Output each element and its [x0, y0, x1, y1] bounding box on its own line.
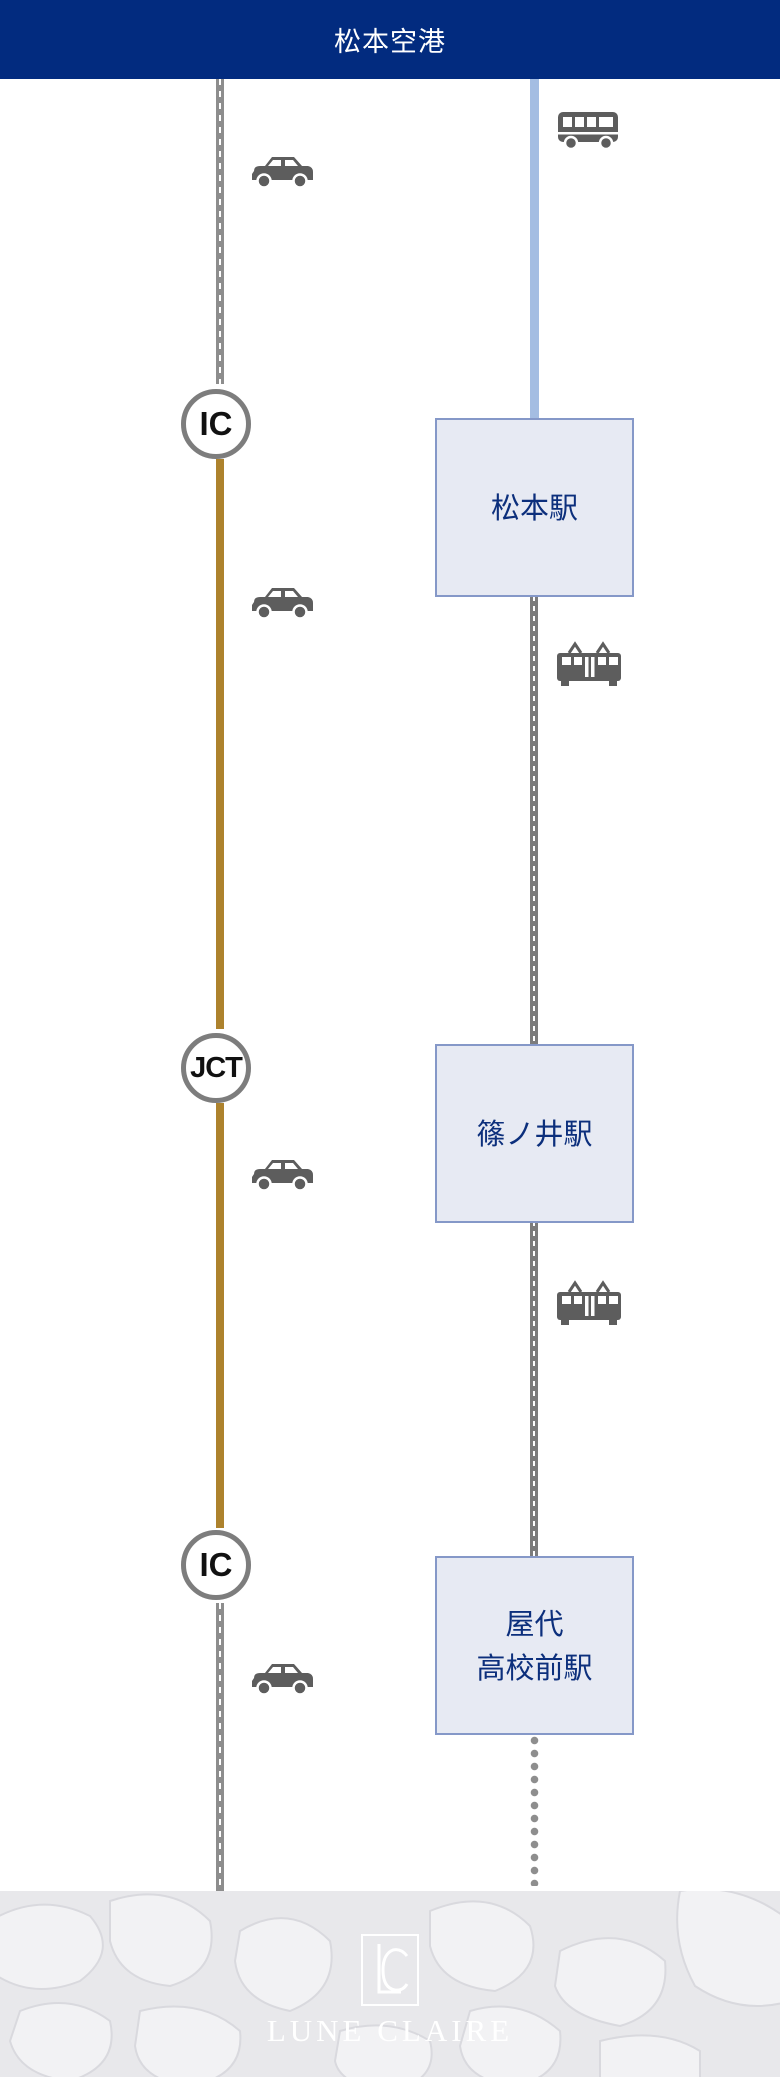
origin-title: 松本空港: [334, 27, 446, 58]
station-name-line: 屋代: [505, 1606, 564, 1641]
bus-icon: [558, 112, 618, 151]
car-icon: [252, 1160, 313, 1192]
header-bar: 松本空港: [0, 0, 780, 79]
car-icon: [252, 588, 313, 620]
ic-node: IC: [181, 1530, 251, 1600]
continuation-dots: [530, 1736, 539, 1886]
station-name: 篠ノ井駅: [476, 1116, 593, 1151]
tram-icon: [557, 1280, 621, 1325]
node-label: IC: [199, 405, 233, 442]
water-pattern-background: [0, 1891, 780, 2077]
car-icon: [252, 1664, 313, 1696]
local-road-segment: [216, 1603, 224, 1891]
brand-logo-mark: [361, 1934, 419, 2006]
jct-node: JCT: [181, 1033, 251, 1103]
car-icon: [252, 157, 313, 189]
expressway-segment: [216, 1103, 224, 1528]
station-box: 篠ノ井駅: [435, 1044, 634, 1223]
station-box: 屋代 高校前駅: [435, 1556, 634, 1735]
expressway-segment: [216, 459, 224, 1029]
bus-route-line: [530, 79, 539, 418]
footer-banner: LUNE CLAIRE: [0, 1891, 780, 2077]
brand-name: LUNE CLAIRE: [266, 2013, 514, 2048]
node-label: IC: [199, 1546, 233, 1583]
station-name: 松本駅: [490, 490, 578, 525]
rail-line-segment: [530, 1221, 538, 1556]
tram-icon: [557, 641, 621, 686]
rail-line-segment: [530, 596, 538, 1044]
station-name-line: 高校前駅: [476, 1650, 593, 1685]
node-label: JCT: [190, 1051, 243, 1084]
local-road-segment: [216, 79, 224, 384]
ic-node: IC: [181, 389, 251, 459]
station-box: 松本駅: [435, 418, 634, 597]
